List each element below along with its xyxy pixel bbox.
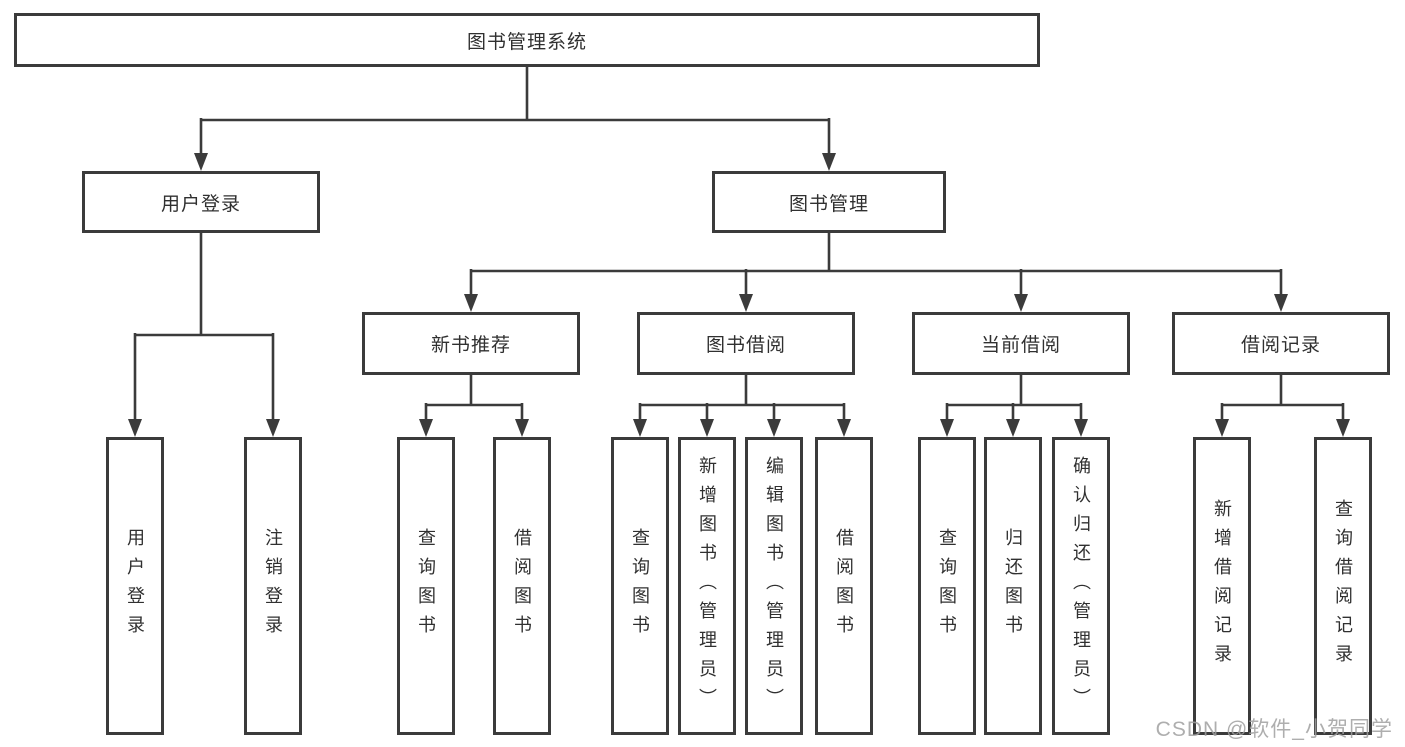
node-borrow-records: 借阅记录 bbox=[1172, 312, 1390, 375]
leaf-label: 查询借阅记录 bbox=[1333, 499, 1353, 673]
leaf-label: 确认归还（管理员） bbox=[1071, 455, 1091, 717]
leaf-add-book-admin: 新增图书（管理员） bbox=[678, 437, 736, 735]
node-label: 图书管理系统 bbox=[466, 31, 587, 53]
node-label: 当前借阅 bbox=[980, 335, 1061, 356]
leaf-query-books-borrow: 查询图书 bbox=[611, 437, 669, 735]
leaf-label: 归还图书 bbox=[1003, 528, 1023, 644]
leaf-add-borrow-record: 新增借阅记录 bbox=[1193, 437, 1251, 735]
leaf-user-login: 用户登录 bbox=[106, 437, 164, 735]
leaf-query-books-recommend: 查询图书 bbox=[397, 437, 455, 735]
leaf-label: 查询图书 bbox=[416, 528, 436, 644]
leaf-borrow-books-recommend: 借阅图书 bbox=[493, 437, 551, 735]
node-new-book-recommend: 新书推荐 bbox=[362, 312, 580, 375]
node-label: 图书管理 bbox=[788, 193, 869, 215]
leaf-borrow-books-borrow: 借阅图书 bbox=[815, 437, 873, 735]
node-current-borrow: 当前借阅 bbox=[912, 312, 1130, 375]
connector-current-borrow-split bbox=[945, 375, 1083, 421]
leaf-logout: 注销登录 bbox=[244, 437, 302, 735]
leaf-label: 编辑图书（管理员） bbox=[764, 455, 784, 717]
leaf-query-borrow-record: 查询借阅记录 bbox=[1314, 437, 1372, 735]
arrowheads-current-borrow-split bbox=[940, 419, 1088, 437]
leaf-label: 注销登录 bbox=[263, 528, 283, 644]
node-root-system: 图书管理系统 bbox=[14, 13, 1040, 67]
leaf-label: 用户登录 bbox=[125, 528, 145, 644]
leaf-edit-book-admin: 编辑图书（管理员） bbox=[745, 437, 803, 735]
leaf-label: 新增借阅记录 bbox=[1212, 499, 1232, 673]
leaf-label: 借阅图书 bbox=[512, 528, 532, 644]
leaf-label: 查询图书 bbox=[630, 528, 650, 644]
leaf-confirm-return-admin: 确认归还（管理员） bbox=[1052, 437, 1110, 735]
node-user-login-branch: 用户登录 bbox=[82, 171, 320, 233]
arrowheads-borrow-record-split bbox=[1215, 419, 1350, 437]
arrowheads-user-login-split bbox=[128, 419, 280, 437]
connector-root-split bbox=[199, 66, 831, 157]
connector-new-book-split bbox=[424, 375, 524, 421]
leaf-label: 借阅图书 bbox=[834, 528, 854, 644]
connector-user-login-split bbox=[133, 233, 275, 421]
leaf-label: 查询图书 bbox=[937, 528, 957, 644]
node-label: 用户登录 bbox=[160, 193, 241, 215]
leaf-return-book: 归还图书 bbox=[984, 437, 1042, 735]
connector-book-borrow-split bbox=[638, 375, 846, 421]
node-book-borrow: 图书借阅 bbox=[637, 312, 855, 375]
connector-book-management-split bbox=[469, 233, 1283, 296]
arrowheads-root-split bbox=[194, 153, 836, 171]
leaf-label: 新增图书（管理员） bbox=[697, 455, 717, 717]
connector-borrow-record-split bbox=[1220, 375, 1345, 421]
arrowheads-book-borrow-split bbox=[633, 419, 851, 437]
node-label: 图书借阅 bbox=[705, 335, 786, 356]
node-label: 借阅记录 bbox=[1240, 335, 1321, 356]
node-book-management-branch: 图书管理 bbox=[712, 171, 946, 233]
arrowheads-book-management-split bbox=[464, 294, 1288, 312]
leaf-query-books-current: 查询图书 bbox=[918, 437, 976, 735]
node-label: 新书推荐 bbox=[430, 335, 511, 356]
arrowheads-new-book-split bbox=[419, 419, 529, 437]
